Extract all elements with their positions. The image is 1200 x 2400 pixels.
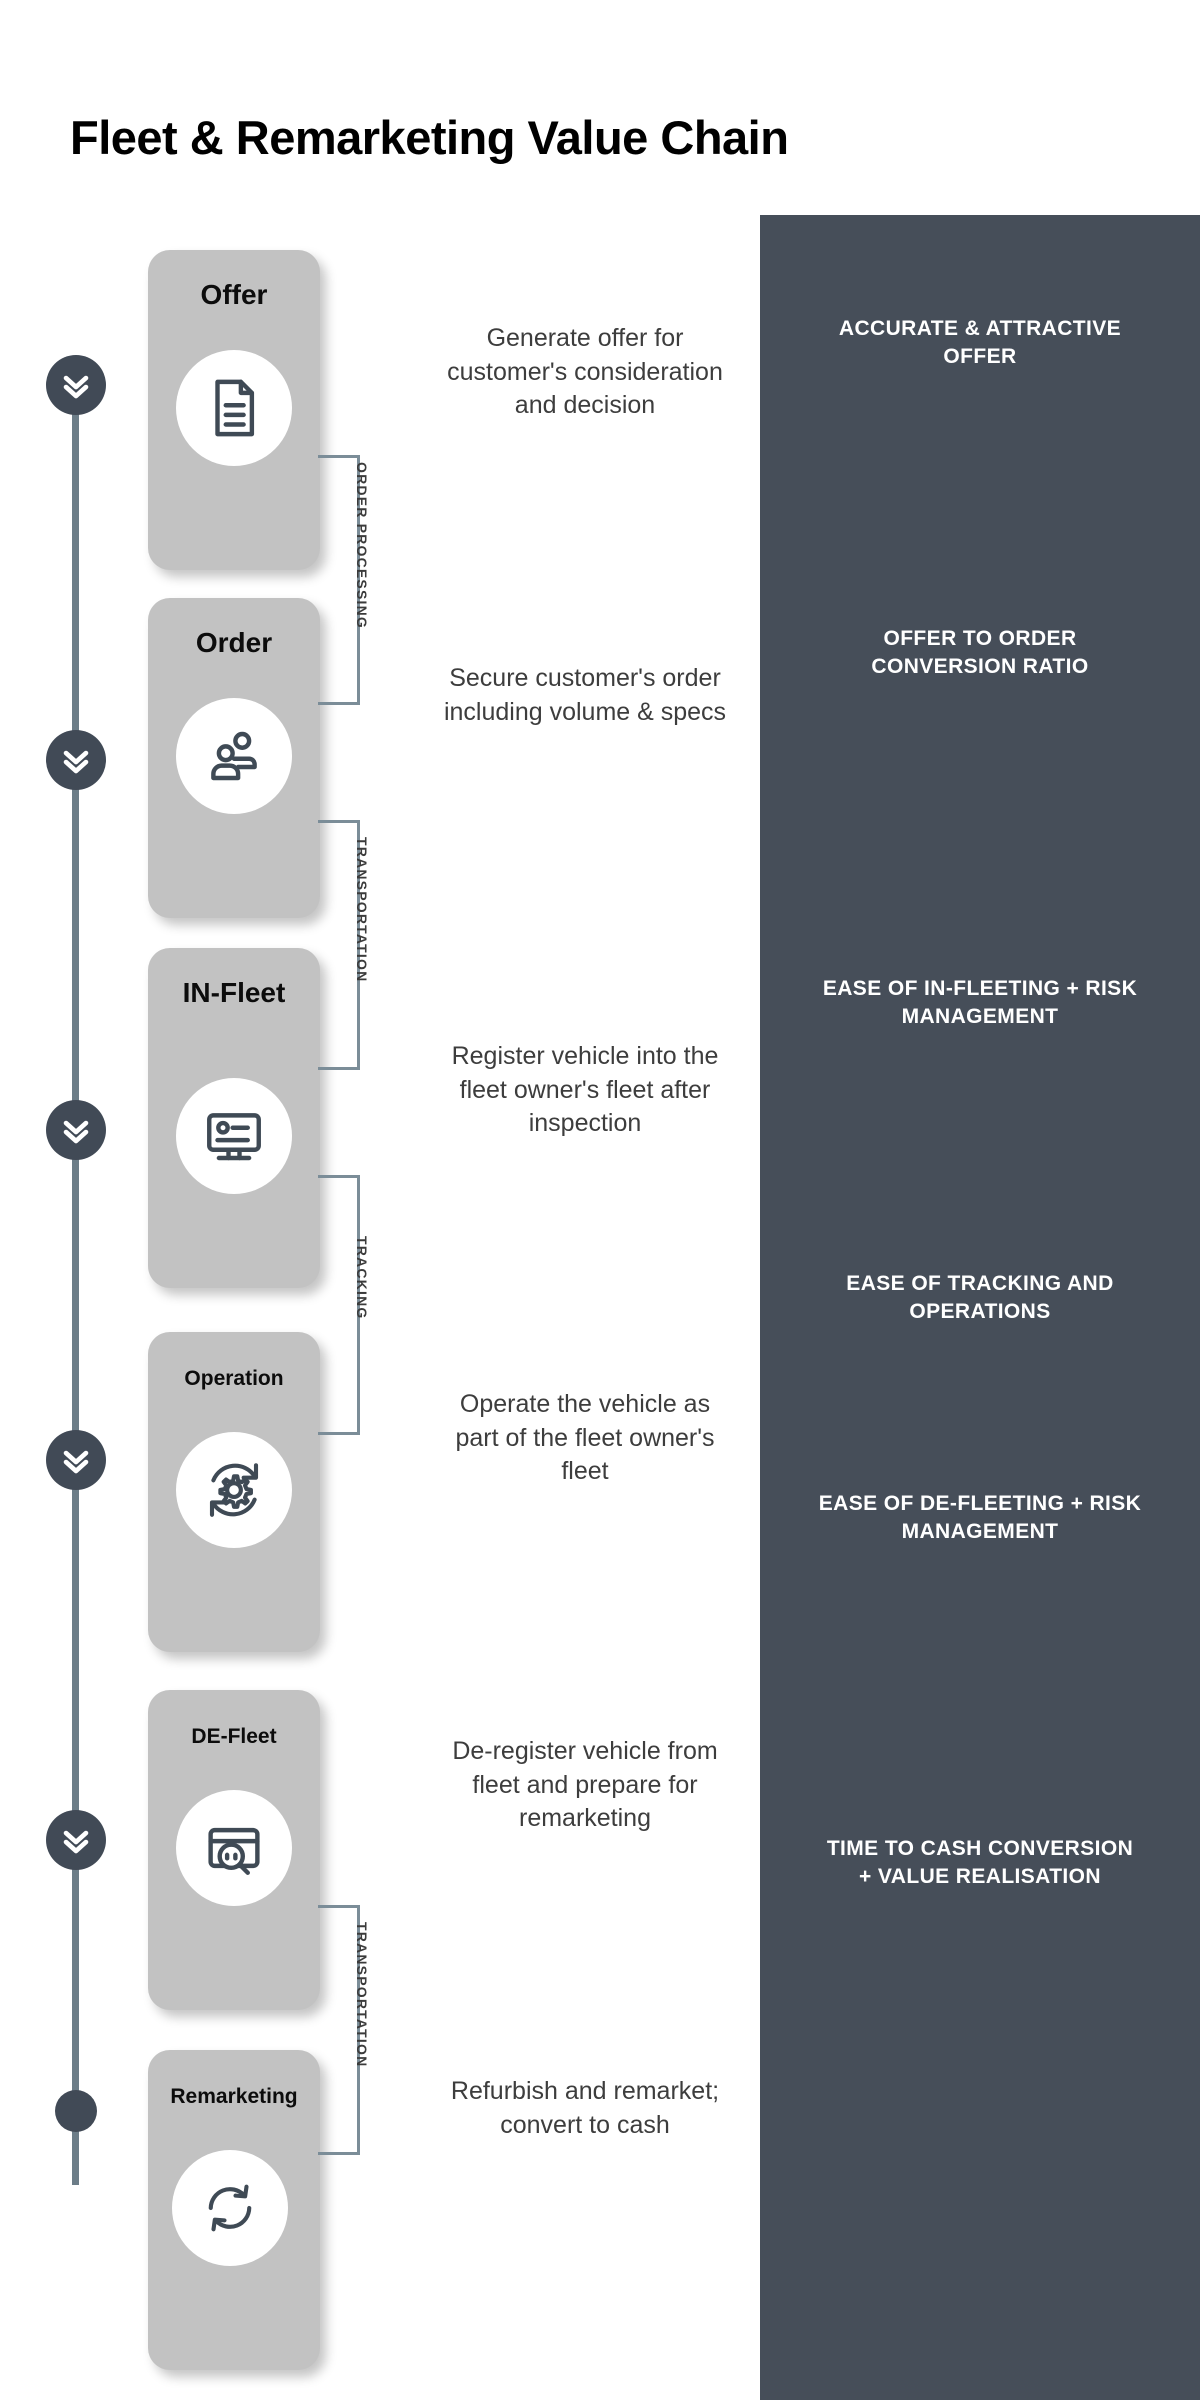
stage-label-order: Order <box>195 627 273 658</box>
stage-label-operation: Operation <box>184 1367 284 1390</box>
bracket-label-transportation-2: TRANSPORTATION <box>354 1922 370 2068</box>
bracket-tracking: TRACKING <box>318 1175 370 1435</box>
outcome-remarketing: TIME TO CASH CONVERSION + VALUE REALISAT… <box>826 1837 1134 1888</box>
rail-node-chevron-1[interactable] <box>46 355 106 415</box>
rail-node-chevron-3[interactable] <box>46 1100 106 1160</box>
description-remarketing: Refurbish and remarket; convert to cash <box>450 2077 720 2139</box>
stage-card-operation[interactable]: Operation <box>148 1332 320 1652</box>
document-icon <box>176 350 292 466</box>
description-in-fleet: Register vehicle into the fleet owner's … <box>451 1042 719 1137</box>
outcome-order: OFFER TO ORDER CONVERSION RATIO <box>871 627 1089 678</box>
description-de-fleet: De-register vehicle from fleet and prepa… <box>452 1737 718 1832</box>
rail-node-chevron-4[interactable] <box>46 1430 106 1490</box>
page-title: Fleet & Remarketing Value Chain <box>70 111 789 164</box>
stage-card-remarketing[interactable]: Remarketing <box>148 2050 320 2370</box>
gear-refresh-icon <box>176 1432 292 1548</box>
bracket-label-tracking: TRACKING <box>354 1236 370 1320</box>
bracket-transportation-2: TRANSPORTATION <box>318 1905 370 2155</box>
stage-label-de-fleet: DE-Fleet <box>191 1725 277 1748</box>
outcome-de-fleet: EASE OF DE-FLEETING + RISK MANAGEMENT <box>818 1492 1142 1543</box>
rail-end-dot-icon <box>55 2090 97 2132</box>
bracket-order-processing: ORDER PROCESSING <box>318 455 370 705</box>
refresh-cycle-icon <box>172 2150 288 2266</box>
description-order: Secure customer's order including volume… <box>443 664 727 726</box>
outcome-offer: ACCURATE & ATTRACTIVE OFFER <box>838 317 1122 368</box>
outcome-operation: EASE OF TRACKING AND OPERATIONS <box>846 1272 1114 1323</box>
rail-node-chevron-5[interactable] <box>46 1810 106 1870</box>
description-operation: Operate the vehicle as part of the fleet… <box>455 1390 715 1485</box>
people-icon <box>176 698 292 814</box>
stage-label-remarketing: Remarketing <box>170 2085 298 2108</box>
stage-label-offer: Offer <box>200 279 268 310</box>
description-offer: Generate offer for customer's considerat… <box>447 324 723 419</box>
outcome-panel: ACCURATE & ATTRACTIVE OFFER OFFER TO ORD… <box>760 215 1200 2400</box>
bracket-label-transportation-1: TRANSPORTATION <box>354 837 370 983</box>
monitor-id-icon <box>176 1078 292 1194</box>
bracket-transportation-1: TRANSPORTATION <box>318 820 370 1070</box>
bracket-label-order-processing: ORDER PROCESSING <box>354 462 370 629</box>
timeline-rail <box>72 385 79 2185</box>
outcome-in-fleet: EASE OF IN-FLEETING + RISK MANAGEMENT <box>822 977 1138 1028</box>
card-search-icon <box>176 1790 292 1906</box>
stage-card-offer[interactable]: Offer <box>148 250 320 570</box>
stage-card-order[interactable]: Order <box>148 598 320 918</box>
stage-card-in-fleet[interactable]: IN-Fleet <box>148 948 320 1288</box>
stage-card-de-fleet[interactable]: DE-Fleet <box>148 1690 320 2010</box>
stage-label-in-fleet: IN-Fleet <box>182 977 286 1008</box>
rail-node-chevron-2[interactable] <box>46 730 106 790</box>
